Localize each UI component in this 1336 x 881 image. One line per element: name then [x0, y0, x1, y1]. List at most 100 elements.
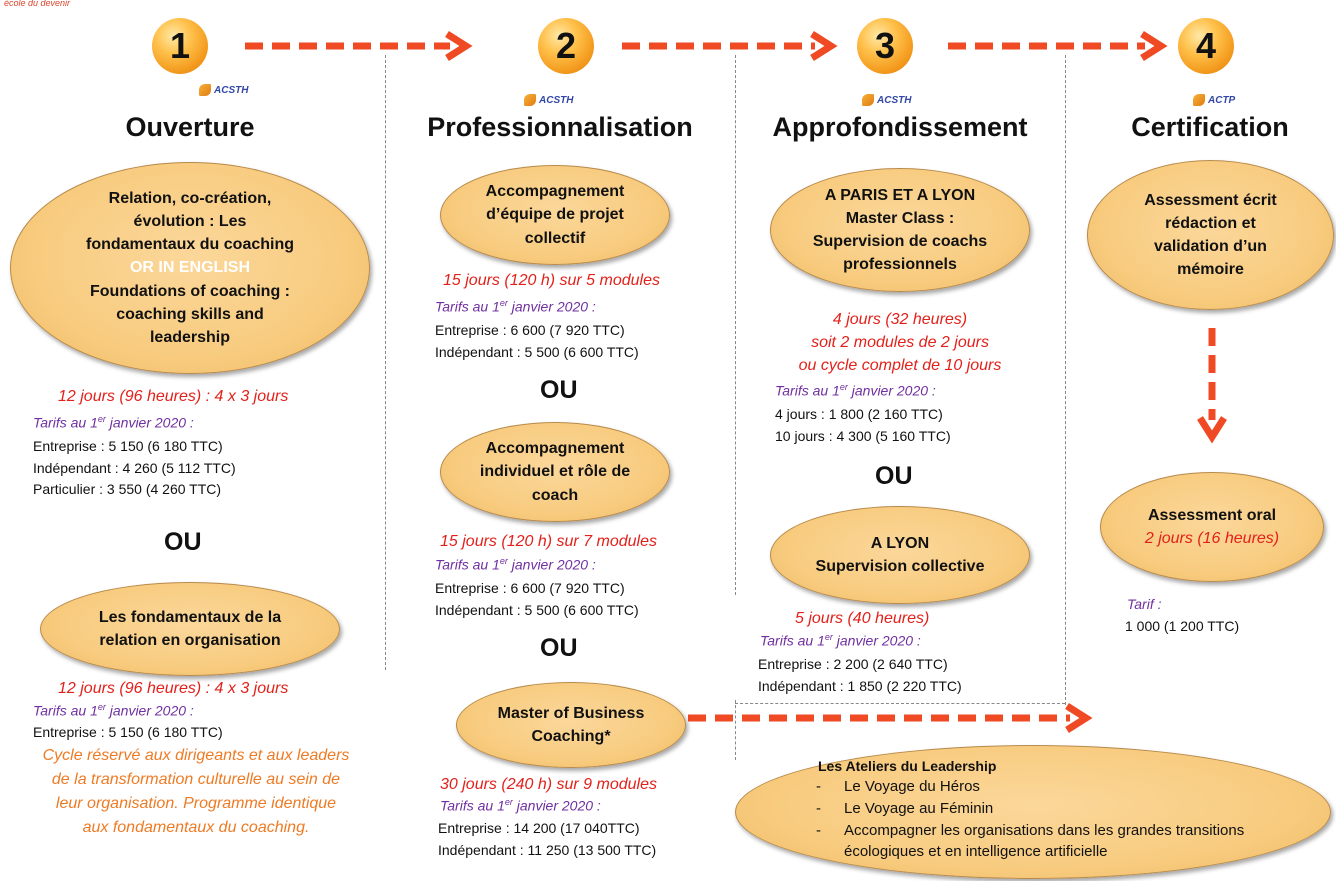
- arrow-1-to-2-head: [445, 31, 473, 61]
- tarifs-sup: er: [839, 382, 848, 392]
- oval-fondamentaux-relation: Les fondamentaux de la relation en organ…: [40, 582, 340, 676]
- separator-1: [385, 55, 386, 670]
- tarifs-date: janvier 2020 :: [512, 797, 601, 814]
- step-3-title: Approfondissement: [772, 112, 1028, 142]
- step-3-number: 3: [857, 18, 913, 74]
- col2-prices-2: Entreprise : 6 600 (7 920 TTC) Indépenda…: [435, 578, 639, 621]
- step-4-badge: ACTP: [1193, 94, 1235, 106]
- step-3-badge-text: ACSTH: [877, 94, 912, 106]
- tarifs-date: janvier 2020 :: [105, 414, 194, 431]
- oval-line: Supervision de coachs: [812, 233, 988, 250]
- price-line: Indépendant : 11 250 (13 500 TTC): [438, 841, 657, 858]
- tarifs-date: janvier 2020 :: [507, 298, 596, 315]
- arrow-down-col4-head: [1197, 416, 1227, 444]
- oval-line: validation d’un: [1154, 238, 1267, 255]
- acsth-logo-icon: [524, 94, 536, 106]
- duration-line: soit 2 modules de 2 jours: [811, 334, 989, 352]
- step-2-digit: 2: [555, 25, 577, 66]
- oval-line: A LYON: [870, 534, 930, 552]
- ateliers-item: Le Voyage du Héros: [816, 776, 1316, 798]
- tarifs-sup: er: [499, 556, 508, 566]
- col1-note: Cycle réservé aux dirigeants et aux lead…: [5, 744, 387, 840]
- tarifs-text: Tarifs au 1: [33, 414, 98, 431]
- tarifs-date: janvier 2020 :: [507, 556, 596, 573]
- oval-line: A PARIS ET A LYON: [824, 186, 976, 204]
- col1-ou: OU: [164, 528, 202, 556]
- separator-2: [735, 55, 736, 595]
- step-1-badge: ACSTH: [199, 84, 248, 96]
- oval-master-class: A PARIS ET A LYON Master Class : Supervi…: [770, 168, 1030, 292]
- oval-line: fondamentaux du coaching: [85, 236, 294, 254]
- actp-logo-icon: [1193, 94, 1205, 106]
- tarifs-date: janvier 2020 :: [832, 632, 921, 649]
- note-line: Cycle réservé aux dirigeants et aux lead…: [42, 747, 350, 764]
- oval-line: Accompagnement: [485, 440, 625, 458]
- col1-duration-2: 12 jours (96 heures) : 4 x 3 jours: [58, 680, 289, 697]
- price-line: 10 jours : 4 300 (5 160 TTC): [775, 427, 951, 444]
- col2-duration-3: 30 jours (240 h) sur 9 modules: [440, 776, 657, 793]
- tarifs-sup: er: [824, 632, 833, 642]
- ateliers-item: Le Voyage au Féminin: [816, 798, 1316, 820]
- price-line: Indépendant : 5 500 (6 600 TTC): [435, 343, 639, 360]
- step-2-badge-text: ACSTH: [539, 94, 574, 106]
- col3-prices-1: 4 jours : 1 800 (2 160 TTC) 10 jours : 4…: [775, 404, 951, 447]
- col1-prices-1: Entreprise : 5 150 (6 180 TTC) Indépenda…: [33, 436, 236, 501]
- oval-line: individuel et rôle de: [479, 463, 631, 481]
- col3-duration-1: 4 jours (32 heures) soit 2 modules de 2 …: [750, 308, 1050, 378]
- oval-line: Master Class :: [845, 209, 955, 227]
- price-line: Particulier : 3 550 (4 260 TTC): [33, 481, 222, 498]
- tarifs-text: Tarifs au 1: [440, 797, 505, 814]
- price-line: Indépendant : 4 260 (5 112 TTC): [33, 459, 236, 476]
- step-3-digit: 3: [874, 25, 896, 66]
- oval-line: professionnels: [843, 256, 957, 274]
- oval-line: Assessment oral: [1147, 506, 1277, 524]
- price-line: Indépendant : 1 850 (2 220 TTC): [758, 677, 962, 694]
- note-line: aux fondamentaux du coaching.: [82, 819, 310, 836]
- oval-english-line: OR IN ENGLISH: [129, 259, 250, 277]
- step-3-badge: ACSTH: [862, 94, 911, 106]
- oval-line: évolution : Les: [133, 213, 247, 231]
- oval-line: Coaching*: [531, 728, 611, 745]
- oval-line: Master of Business: [497, 704, 645, 722]
- price-line: Indépendant : 5 500 (6 600 TTC): [435, 601, 639, 618]
- oval-line: Les fondamentaux de la: [98, 608, 282, 626]
- price-line: Entreprise : 6 600 (7 920 TTC): [435, 580, 625, 596]
- note-line: de la transformation culturelle au sein …: [51, 771, 341, 788]
- separator-3-bottom: [735, 703, 1065, 704]
- tarifs-date: janvier 2020 :: [105, 702, 194, 719]
- col1-prices-2: Entreprise : 5 150 (6 180 TTC): [33, 722, 223, 744]
- col3-prices-2: Entreprise : 2 200 (2 640 TTC) Indépenda…: [758, 654, 962, 697]
- oval-line: Supervision collective: [815, 558, 985, 575]
- step-1-badge-text: ACSTH: [214, 84, 249, 96]
- oval-line: mémoire: [1177, 261, 1244, 279]
- note-line: leur organisation. Programme identique: [55, 795, 337, 812]
- col2-tarifs-label-1: Tarifs au 1er janvier 2020 :: [435, 298, 596, 315]
- oval-line: coach: [531, 486, 579, 504]
- col2-tarifs-label-2: Tarifs au 1er janvier 2020 :: [435, 556, 596, 573]
- tarifs-sup: er: [97, 702, 106, 712]
- arrow-3-to-4-head: [1140, 31, 1168, 61]
- step-4-badge-text: ACTP: [1208, 94, 1236, 106]
- step-2-badge: ACSTH: [524, 94, 573, 106]
- oval-assessment-oral: Assessment oral 2 jours (16 heures): [1100, 472, 1324, 582]
- tarifs-sup: er: [504, 797, 513, 807]
- tarifs-text: Tarifs au 1: [435, 298, 500, 315]
- step-4-digit: 4: [1195, 25, 1217, 66]
- col1-tarifs-label-2: Tarifs au 1er janvier 2020 :: [33, 702, 194, 719]
- col2-duration-1: 15 jours (120 h) sur 5 modules: [443, 272, 660, 289]
- acsth-logo-icon: [862, 94, 874, 106]
- arrow-mbc-to-cert-head: [1065, 703, 1093, 733]
- col2-ou-1: OU: [540, 376, 578, 404]
- col2-duration-2: 15 jours (120 h) sur 7 modules: [440, 533, 657, 550]
- oval-duration: 2 jours (16 heures): [1144, 530, 1280, 547]
- oval-master-business-coaching: Master of Business Coaching*: [456, 682, 686, 768]
- tarifs-sup: er: [97, 414, 106, 424]
- col1-duration-1: 12 jours (96 heures) : 4 x 3 jours: [58, 388, 289, 405]
- step-2-number: 2: [538, 18, 594, 74]
- col2-tarifs-label-3: Tarifs au 1er janvier 2020 :: [440, 797, 601, 814]
- oval-line: d’équipe de projet: [486, 206, 624, 224]
- col4-tarif-value: 1 000 (1 200 TTC): [1125, 618, 1240, 634]
- col3-tarifs-label-1: Tarifs au 1er janvier 2020 :: [775, 382, 936, 399]
- step-2-title: Professionnalisation: [427, 112, 693, 142]
